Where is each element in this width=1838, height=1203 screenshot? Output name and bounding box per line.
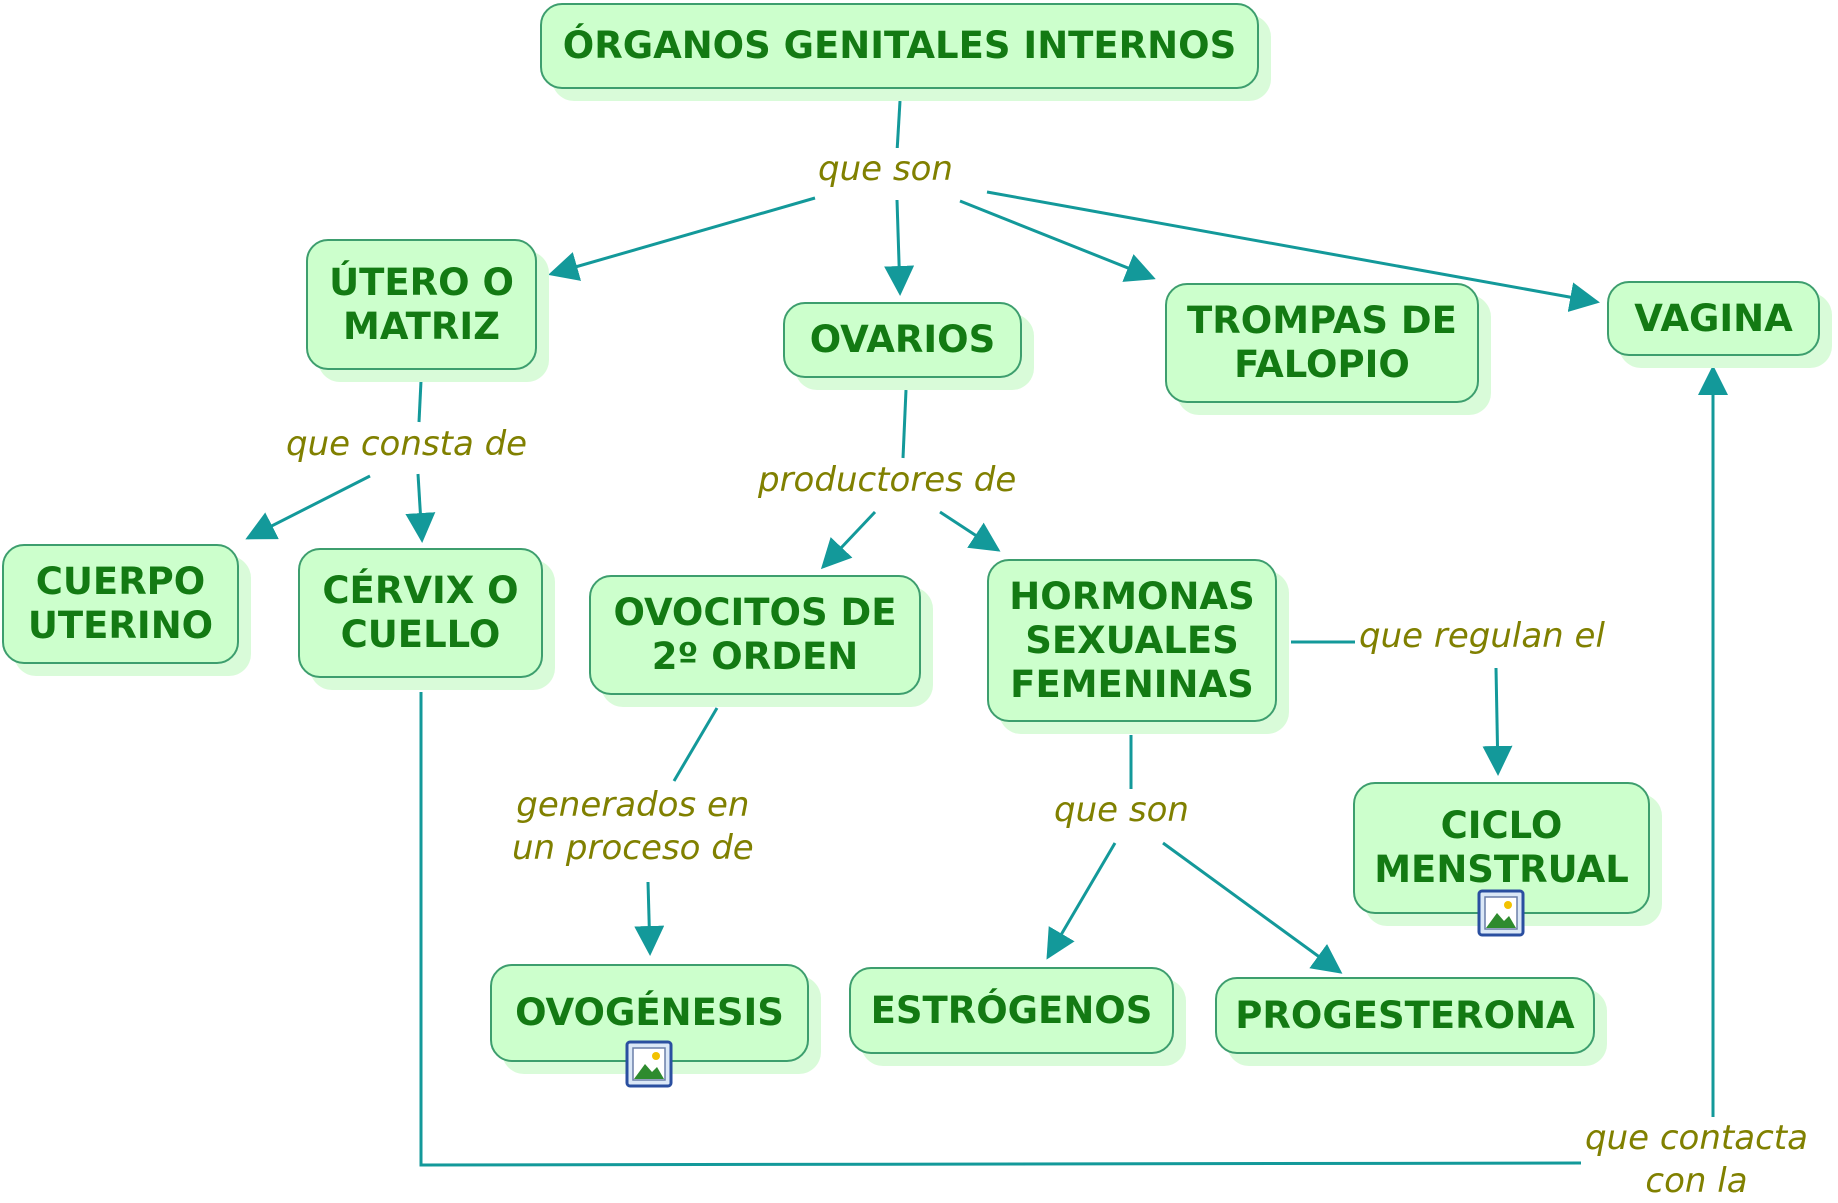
concept-ovarios[interactable]: OVARIOS (783, 302, 1022, 378)
link-generados-to-ovogenesis (634, 881, 665, 956)
link-productores-to-ovocitos (820, 510, 877, 570)
link-que-son-to-estrogenos (1046, 842, 1117, 960)
link-que-son-to-trompas (959, 199, 1156, 282)
link-que-son-to-progesterona (1162, 841, 1343, 974)
link-que-regulan-to-ciclo (1482, 667, 1513, 776)
link-que-consta-de-to-cuerpo (245, 474, 371, 540)
link-ovocitos-to-generados (672, 707, 719, 782)
link-que-son-to-vagina (986, 190, 1600, 312)
link-cervix-to-que-contacta (419, 692, 1582, 1167)
link-utero-to-que-consta-de (417, 380, 423, 423)
link-label-que-son-hormonas: que son (1050, 789, 1193, 832)
concept-utero[interactable]: ÚTERO O MATRIZ (306, 239, 537, 370)
link-que-son-to-ovarios (884, 199, 915, 296)
concept-trompas-de-falopio[interactable]: TROMPAS DE FALOPIO (1165, 283, 1479, 403)
link-que-son-to-utero (548, 196, 816, 281)
link-label-que-son: que son (814, 148, 957, 191)
concept-organos-genitales-internos[interactable]: ÓRGANOS GENITALES INTERNOS (540, 3, 1259, 89)
link-label-que-regulan-el: que regulan el (1355, 615, 1609, 658)
image-attachment-icon[interactable] (625, 1040, 673, 1088)
concept-vagina[interactable]: VAGINA (1607, 281, 1820, 356)
link-que-consta-de-to-cervix (405, 473, 436, 543)
link-organos-to-que-son (895, 100, 902, 153)
concept-progesterona[interactable]: PROGESTERONA (1215, 977, 1595, 1054)
concept-estrogenos[interactable]: ESTRÓGENOS (849, 967, 1174, 1054)
link-label-que-consta-de: que consta de (282, 423, 532, 466)
link-label-que-contacta-con-la: que contacta con la (1581, 1117, 1812, 1203)
link-productores-to-hormonas (939, 510, 1001, 552)
link-label-generados-en-un-proceso-de: generados en un proceso de (508, 784, 758, 870)
link-label-productores-de: productores de (754, 459, 1021, 502)
concept-cuerpo-uterino[interactable]: CUERPO UTERINO (2, 544, 239, 664)
image-attachment-icon[interactable] (1477, 889, 1525, 937)
link-ovarios-to-productores (901, 389, 908, 459)
concept-cervix-o-cuello[interactable]: CÉRVIX O CUELLO (298, 548, 543, 678)
concept-ovocitos-de-2-orden[interactable]: OVOCITOS DE 2º ORDEN (589, 575, 921, 695)
concept-hormonas-sexuales-femeninas[interactable]: HORMONAS SEXUALES FEMENINAS (987, 559, 1277, 722)
